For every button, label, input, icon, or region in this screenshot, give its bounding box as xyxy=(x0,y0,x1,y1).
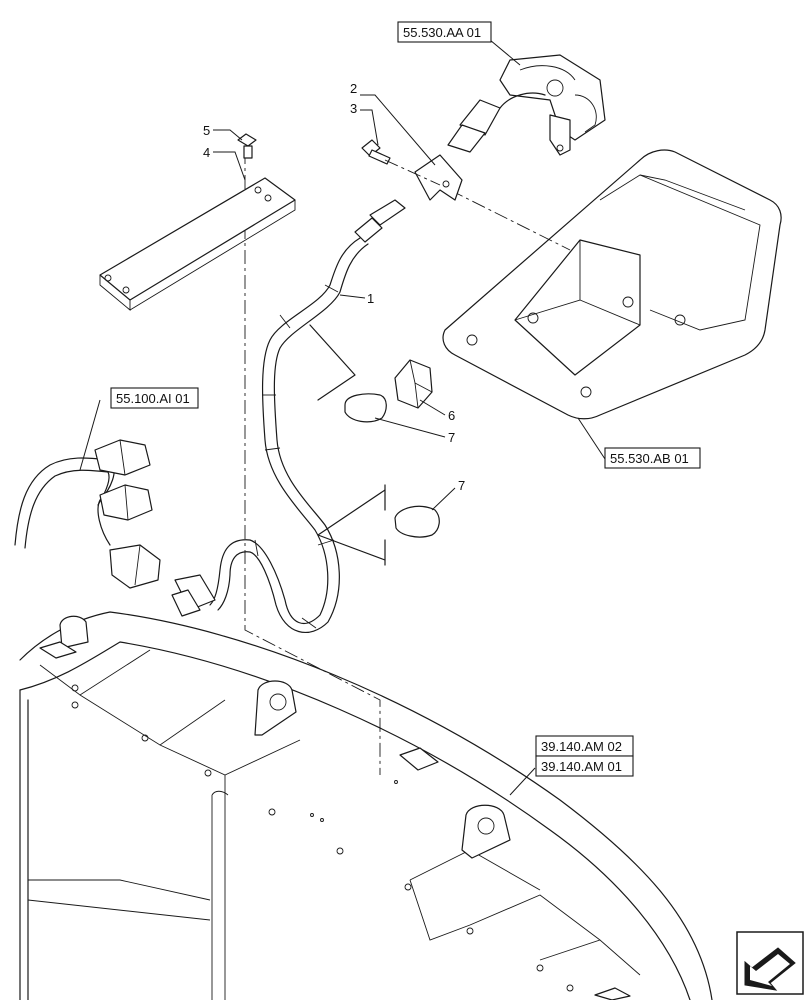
alignment-line-bolt xyxy=(384,159,441,186)
camera-assembly xyxy=(447,54,606,156)
callout-4: 4 xyxy=(203,145,210,160)
camera-harness-item-1 xyxy=(171,199,406,634)
support-strip-item-4 xyxy=(99,177,296,311)
machine-hood xyxy=(19,611,713,1000)
ref-box-upper[interactable]: 55.530.AA 01 xyxy=(397,21,492,43)
mounting-bracket-plate xyxy=(442,149,782,420)
hood-bolts xyxy=(71,684,574,992)
leader-left-ref xyxy=(79,399,101,471)
ref-right-label: 55.530.AB 01 xyxy=(610,451,689,466)
cable-tie-item-7-upper xyxy=(344,393,387,423)
bolt-item-3 xyxy=(361,139,391,165)
ref-upper-label: 55.530.AA 01 xyxy=(403,25,481,40)
ref-box-bottom-2[interactable]: 39.140.AM 01 xyxy=(535,755,634,777)
callout-7-upper: 7 xyxy=(448,430,455,445)
leader-2 xyxy=(360,94,436,166)
leader-upper-ref xyxy=(489,39,521,66)
leader-7a xyxy=(374,417,446,438)
ref-box-right[interactable]: 55.530.AB 01 xyxy=(604,447,701,469)
screw-item-5 xyxy=(237,133,257,159)
ref-bottom-2-label: 39.140.AM 01 xyxy=(541,759,622,774)
detail-leader-upper xyxy=(309,324,356,401)
leader-5 xyxy=(213,129,243,141)
ref-box-bottom-1[interactable]: 39.140.AM 02 xyxy=(535,735,634,757)
ref-bottom-1-label: 39.140.AM 02 xyxy=(541,739,622,754)
callout-5: 5 xyxy=(203,123,210,138)
alignment-line-bracket xyxy=(449,189,571,251)
leader-4 xyxy=(213,151,246,181)
alignment-line-vertical xyxy=(244,150,381,775)
leader-bottom-ref xyxy=(509,767,536,796)
leader-1 xyxy=(339,294,366,299)
arrow-left-icon[interactable] xyxy=(736,931,804,995)
leader-3 xyxy=(360,109,379,146)
clip-bracket-item-2 xyxy=(414,154,463,201)
harness-clip-item-6 xyxy=(394,359,433,409)
callout-1: 1 xyxy=(367,291,374,306)
detail-leader-lower xyxy=(317,489,386,561)
callout-7-lower: 7 xyxy=(458,478,465,493)
callout-6: 6 xyxy=(448,408,455,423)
leader-6 xyxy=(419,399,446,416)
main-harness xyxy=(14,439,161,589)
cable-tie-item-7-lower xyxy=(394,505,440,538)
ref-box-left[interactable]: 55.100.AI 01 xyxy=(110,387,199,409)
leader-right-ref xyxy=(577,417,606,460)
callout-3: 3 xyxy=(350,101,357,116)
ref-left-label: 55.100.AI 01 xyxy=(116,391,190,406)
leader-7b xyxy=(431,487,456,511)
callout-2: 2 xyxy=(350,81,357,96)
